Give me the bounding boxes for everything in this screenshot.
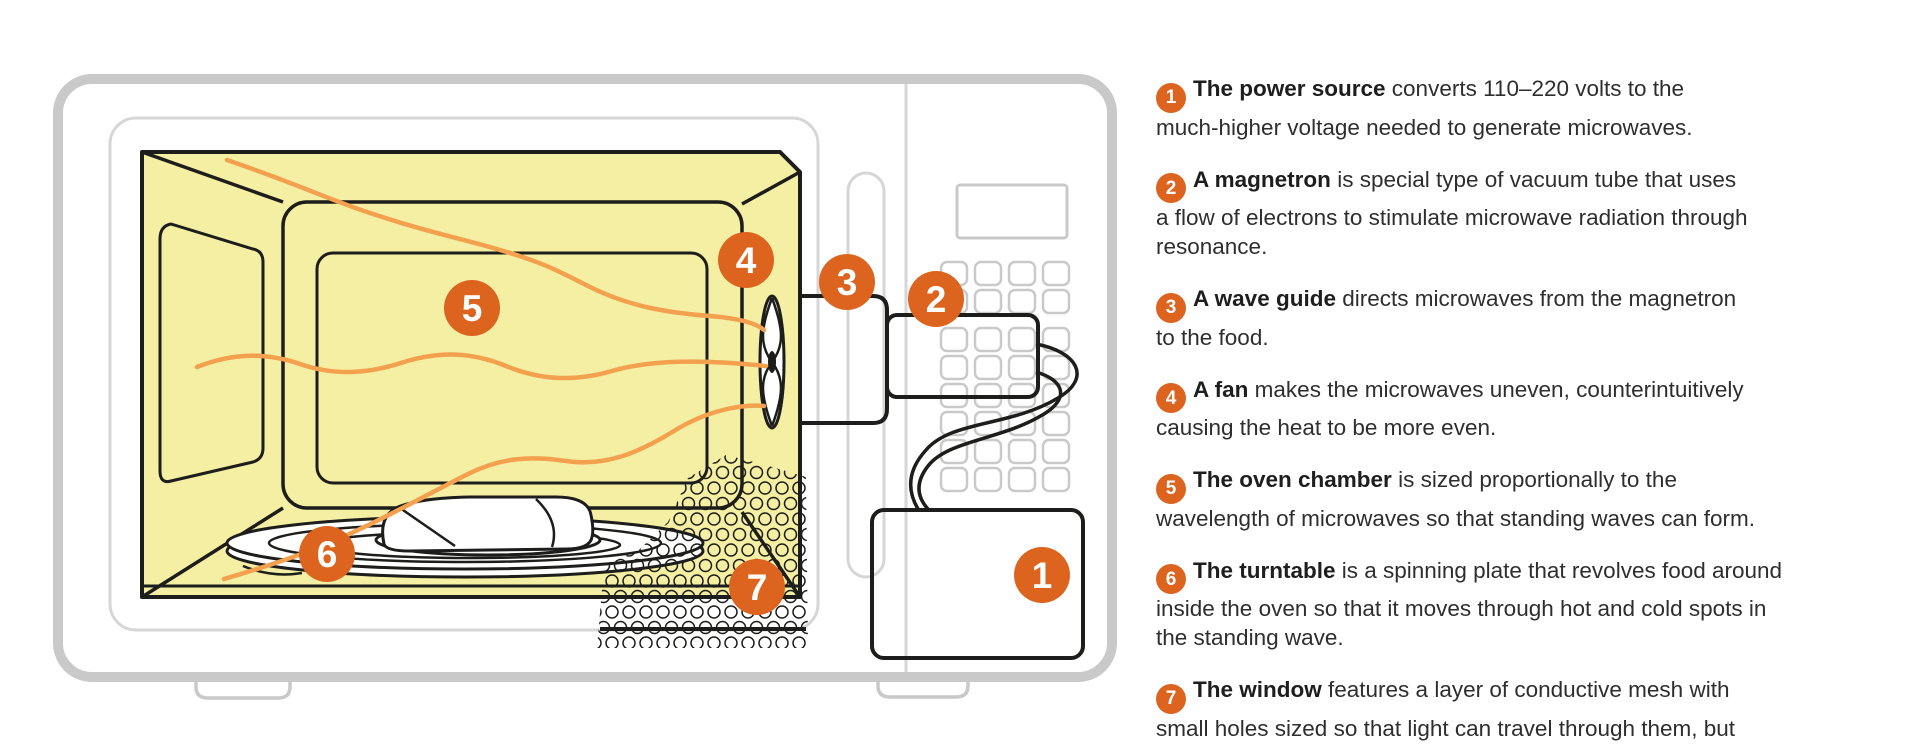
- callout-item-5: 5 The oven chamber is sized proportionall…: [1156, 465, 1876, 533]
- keypad-button: [939, 410, 969, 437]
- callout-text-7: features a layer of conductive mesh with…: [1156, 677, 1736, 748]
- callout-item-3: 3 A wave guide directs microwaves from th…: [1156, 284, 1876, 352]
- callout-item-2: 2 A magnetron is special type of vacuum t…: [1156, 165, 1876, 262]
- keypad-button: [939, 354, 969, 381]
- callout-text-3: directs microwaves from the magnetron to…: [1156, 286, 1737, 350]
- keypad-button: [1041, 260, 1071, 287]
- callout-lead-4: A fan: [1193, 376, 1249, 402]
- wave-middle: [194, 352, 769, 381]
- keypad-button: [973, 466, 1003, 493]
- badge-5: 5: [444, 280, 500, 336]
- food-fold-left: [399, 506, 456, 548]
- keypad-button: [939, 326, 969, 353]
- food-fold-right: [535, 498, 556, 548]
- callout-item-7: 7 The window features a layer of conducti…: [1156, 675, 1876, 748]
- callout-text-6: is a spinning plate that revolves food a…: [1156, 557, 1783, 651]
- keypad-button: [973, 354, 1003, 381]
- keypad-button: [973, 260, 1003, 287]
- power-source-box: [870, 508, 1085, 660]
- control-display: [955, 183, 1069, 240]
- keypad-button: [1007, 326, 1037, 353]
- callout-lead-3: A wave guide: [1193, 286, 1336, 311]
- callout-text-1: converts 110–220 volts to the much-highe…: [1156, 76, 1693, 140]
- keypad-button: [1041, 466, 1071, 493]
- svg-text:2: 2: [926, 279, 947, 320]
- callout-item-1: 1 The power source converts 110–220 volts…: [1156, 74, 1876, 142]
- callout-lead-7: The window: [1193, 677, 1322, 702]
- keypad-button: [1007, 260, 1037, 287]
- callout-list: 1 The power source converts 110–220 volts…: [1156, 74, 1876, 748]
- svg-text:7: 7: [747, 567, 768, 608]
- wave-top: [224, 157, 767, 333]
- callout-item-6: 6 The turntable is a spinning plate that …: [1156, 556, 1876, 653]
- diagram-badges: 1 2 3 4 5 6 7: [299, 232, 1070, 615]
- keypad-button: [1041, 288, 1071, 315]
- svg-text:1: 1: [1032, 555, 1053, 596]
- keypad-button: [1041, 438, 1071, 465]
- callout-badge-2: 2: [1156, 173, 1186, 203]
- chamber-back-wall: [281, 200, 744, 510]
- svg-text:3: 3: [837, 262, 858, 303]
- callout-lead-5: The oven chamber: [1193, 467, 1392, 492]
- badge-1: 1: [1014, 547, 1070, 603]
- callout-text-5: is sized proportionally to the wavelengt…: [1156, 467, 1756, 531]
- keypad-button: [973, 438, 1003, 465]
- keypad-button: [939, 438, 969, 465]
- side-window-panel: [158, 222, 265, 483]
- keypad-button: [1007, 354, 1037, 381]
- callout-badge-4: 4: [1156, 383, 1186, 413]
- callout-badge-1: 1: [1156, 82, 1186, 113]
- svg-text:4: 4: [736, 240, 757, 281]
- callout-lead-1: The power source: [1193, 76, 1386, 101]
- callout-text-4: makes the microwaves uneven, counterintu…: [1156, 376, 1744, 441]
- door-frame: [108, 116, 820, 632]
- callout-badge-5: 5: [1156, 473, 1186, 504]
- turntable-shadow: [242, 564, 303, 576]
- badge-3: 3: [819, 254, 875, 310]
- badge-7: 7: [729, 559, 785, 615]
- badge-2: 2: [908, 271, 964, 327]
- callout-lead-2: A magnetron: [1193, 166, 1331, 192]
- callout-badge-7: 7: [1156, 683, 1186, 714]
- keypad-button: [1007, 438, 1037, 465]
- callout-badge-3: 3: [1156, 292, 1186, 323]
- keypad-button: [1007, 466, 1037, 493]
- callout-badge-6: 6: [1156, 564, 1186, 594]
- food-item: [381, 495, 595, 553]
- callout-lead-6: The turntable: [1193, 557, 1336, 583]
- keypad-button: [939, 466, 969, 493]
- keypad-button: [973, 326, 1003, 353]
- power-wires: [908, 342, 1079, 511]
- door-handle: [846, 171, 886, 579]
- callout-text-2: is special type of vacuum tube that uses…: [1156, 166, 1748, 260]
- keypad-button: [973, 410, 1003, 437]
- keypad-button: [1041, 410, 1071, 437]
- badge-4: 4: [718, 232, 774, 288]
- badge-6: 6: [299, 526, 355, 582]
- keypad-button: [1041, 354, 1071, 381]
- callout-item-4: 4 A fan makes the microwaves uneven, coun…: [1156, 375, 1876, 443]
- svg-text:5: 5: [462, 288, 483, 329]
- magnetron-box: [885, 313, 1040, 399]
- svg-text:6: 6: [317, 534, 338, 575]
